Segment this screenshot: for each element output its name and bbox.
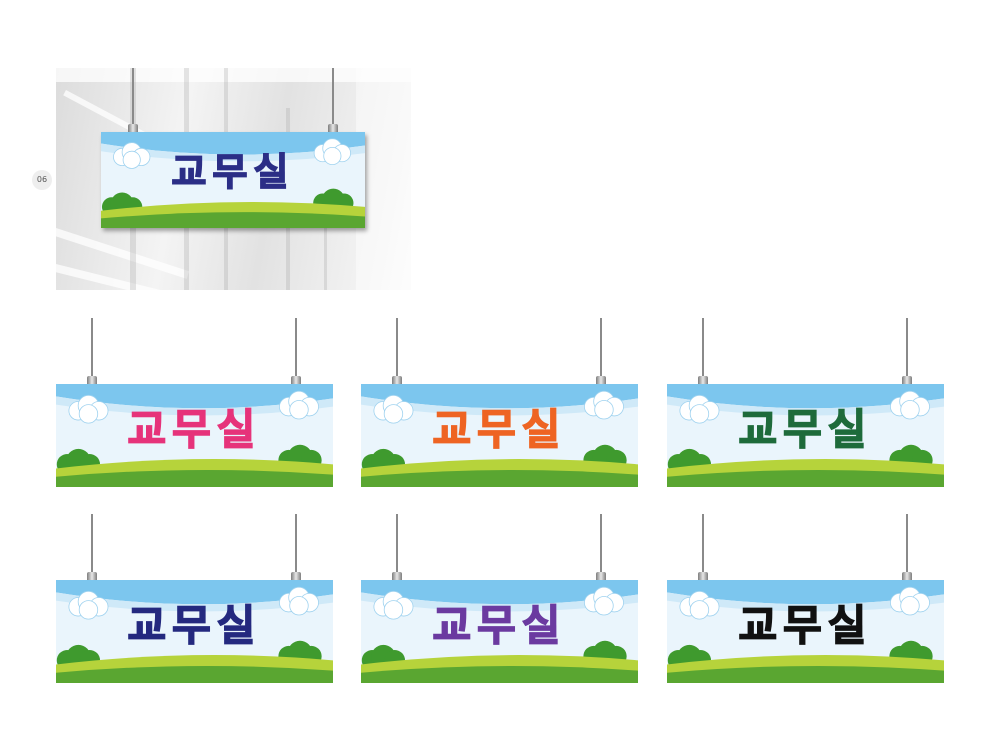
cloud-icon: [584, 586, 624, 616]
sign-text: 교무실: [127, 601, 262, 651]
sign-board: 교무실: [361, 384, 638, 487]
hanging-wire: [600, 514, 602, 576]
hanging-wire: [132, 68, 134, 130]
sign-variant-5: 교무실: [361, 514, 638, 683]
hanging-wire: [295, 318, 297, 380]
wire-clamp: [87, 572, 97, 583]
wire-clamp: [291, 572, 301, 583]
photo-hanging-sign: 교무실: [101, 68, 365, 228]
sign-variant-1: 교무실: [56, 318, 333, 487]
cloud-icon: [679, 590, 720, 620]
sign-background-art: [101, 132, 365, 228]
hanging-wire: [906, 514, 908, 576]
cloud-icon: [113, 142, 151, 169]
wire-clamp: [902, 376, 912, 387]
cloud-icon: [679, 394, 720, 424]
sign-background-art: [667, 580, 944, 683]
cloud-icon: [373, 590, 414, 620]
hanging-wire: [600, 318, 602, 380]
sign-board: 교무실: [361, 580, 638, 683]
wire-clamp: [128, 124, 138, 135]
sign-background-art: [56, 580, 333, 683]
sign-background-art: [56, 384, 333, 487]
cloud-icon: [313, 138, 352, 166]
cloud-icon: [279, 586, 319, 616]
sign-background-art: [361, 580, 638, 683]
hanging-wire: [91, 318, 93, 380]
hanging-wire: [702, 318, 704, 380]
wire-clamp: [392, 376, 402, 387]
sign-board: 교무실: [56, 384, 333, 487]
wire-clamp: [698, 376, 708, 387]
cloud-icon: [890, 586, 930, 616]
hanging-wire: [396, 514, 398, 576]
hanging-wire: [702, 514, 704, 576]
sign-text: 교무실: [432, 601, 567, 651]
sign-board: 교무실: [667, 384, 944, 487]
sign-text: 교무실: [432, 405, 567, 455]
cloud-icon: [279, 390, 319, 420]
wire-clamp: [87, 376, 97, 387]
sign-text: 교무실: [171, 149, 295, 195]
sign-variant-4: 교무실: [56, 514, 333, 683]
cloud-icon: [68, 590, 109, 620]
wire-clamp: [392, 572, 402, 583]
sign-background-art: [667, 384, 944, 487]
sign-board: 교무실: [56, 580, 333, 683]
hanging-wire: [906, 318, 908, 380]
sign-variant-3: 교무실: [667, 318, 944, 487]
cloud-icon: [373, 394, 414, 424]
hanging-wire: [91, 514, 93, 576]
sign-text: 교무실: [738, 405, 873, 455]
wire-clamp: [291, 376, 301, 387]
wire-clamp: [596, 376, 606, 387]
sign-text: 교무실: [127, 405, 262, 455]
sign-variant-2: 교무실: [361, 318, 638, 487]
wire-clamp: [902, 572, 912, 583]
sign-variant-6: 교무실: [667, 514, 944, 683]
wire-clamp: [596, 572, 606, 583]
cloud-icon: [584, 390, 624, 420]
hanging-wire: [396, 318, 398, 380]
hanging-wire: [295, 514, 297, 576]
wire-clamp: [698, 572, 708, 583]
hanging-wire: [332, 68, 334, 130]
sign-board: 교무실: [101, 132, 365, 228]
sign-background-art: [361, 384, 638, 487]
cloud-icon: [68, 394, 109, 424]
sign-board: 교무실: [667, 580, 944, 683]
wire-clamp: [328, 124, 338, 135]
page-number: 06: [32, 170, 52, 190]
sign-text: 교무실: [738, 601, 873, 651]
cloud-icon: [890, 390, 930, 420]
